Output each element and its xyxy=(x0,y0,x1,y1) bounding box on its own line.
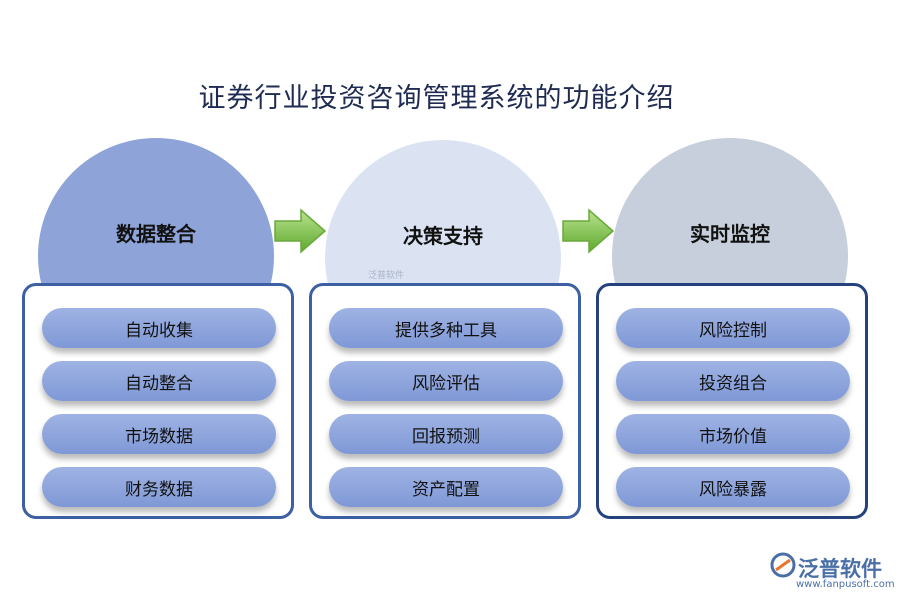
panel-decision-support: 提供多种工具 风险评估 回报预测 资产配置 xyxy=(309,283,581,519)
feature-pill: 资产配置 xyxy=(329,467,563,507)
fanpu-logo-icon xyxy=(770,552,796,578)
panel-data-integration: 自动收集 自动整合 市场数据 财务数据 xyxy=(22,283,294,519)
feature-pill: 风险控制 xyxy=(616,308,850,348)
arrow-right-icon xyxy=(274,208,326,254)
panel-realtime-monitoring: 风险控制 投资组合 市场价值 风险暴露 xyxy=(596,283,868,519)
feature-pill: 提供多种工具 xyxy=(329,308,563,348)
feature-pill: 自动整合 xyxy=(42,361,276,401)
circle-label: 数据整合 xyxy=(116,222,196,246)
feature-pill: 市场数据 xyxy=(42,414,276,454)
logo-url: www.fanpusoft.com xyxy=(796,579,895,590)
circle-label: 决策支持 xyxy=(403,224,483,248)
feature-pill: 财务数据 xyxy=(42,467,276,507)
feature-pill: 自动收集 xyxy=(42,308,276,348)
feature-pill: 投资组合 xyxy=(616,361,850,401)
watermark: 泛普软件 xyxy=(368,271,405,281)
page-title: 证券行业投资咨询管理系统的功能介绍 xyxy=(198,83,675,114)
feature-pill: 市场价值 xyxy=(616,414,850,454)
logo-name: 泛普软件 xyxy=(798,557,882,581)
feature-pill: 回报预测 xyxy=(329,414,563,454)
circle-label: 实时监控 xyxy=(690,222,770,246)
feature-pill: 风险评估 xyxy=(329,361,563,401)
arrow-right-icon xyxy=(562,208,614,254)
feature-pill: 风险暴露 xyxy=(616,467,850,507)
